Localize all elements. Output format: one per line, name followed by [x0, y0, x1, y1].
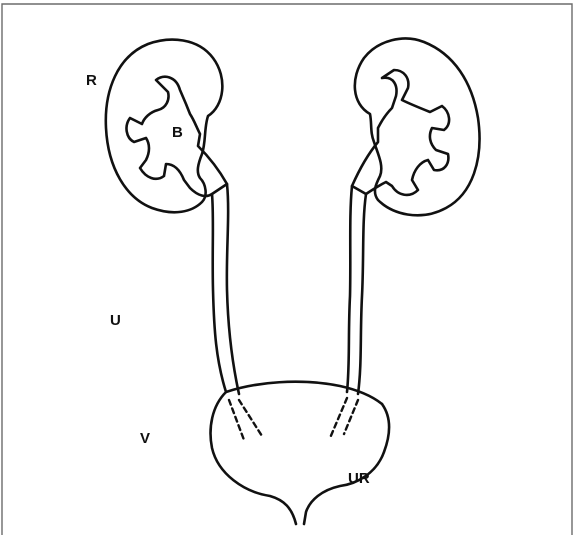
label-ureter: U	[110, 312, 121, 329]
right-intramural-ureter-a	[330, 398, 347, 438]
bladder-right-wall	[304, 404, 389, 524]
right-ureter-inner	[347, 186, 352, 392]
left-ureter-inner	[227, 184, 239, 394]
left-intramural-ureter-b	[239, 400, 262, 436]
left-kidney-outline	[106, 40, 223, 213]
right-renal-pelvis	[352, 70, 449, 195]
bladder-body	[211, 392, 296, 524]
label-pelvis: B	[172, 124, 183, 141]
label-urethra: UR	[348, 470, 370, 487]
label-bladder: V	[140, 430, 150, 447]
right-ureter-outer	[358, 194, 366, 394]
left-intramural-ureter-a	[229, 400, 244, 440]
right-intramural-ureter-b	[344, 400, 358, 434]
left-ureter-outer	[212, 194, 226, 392]
label-renal: R	[86, 72, 97, 89]
